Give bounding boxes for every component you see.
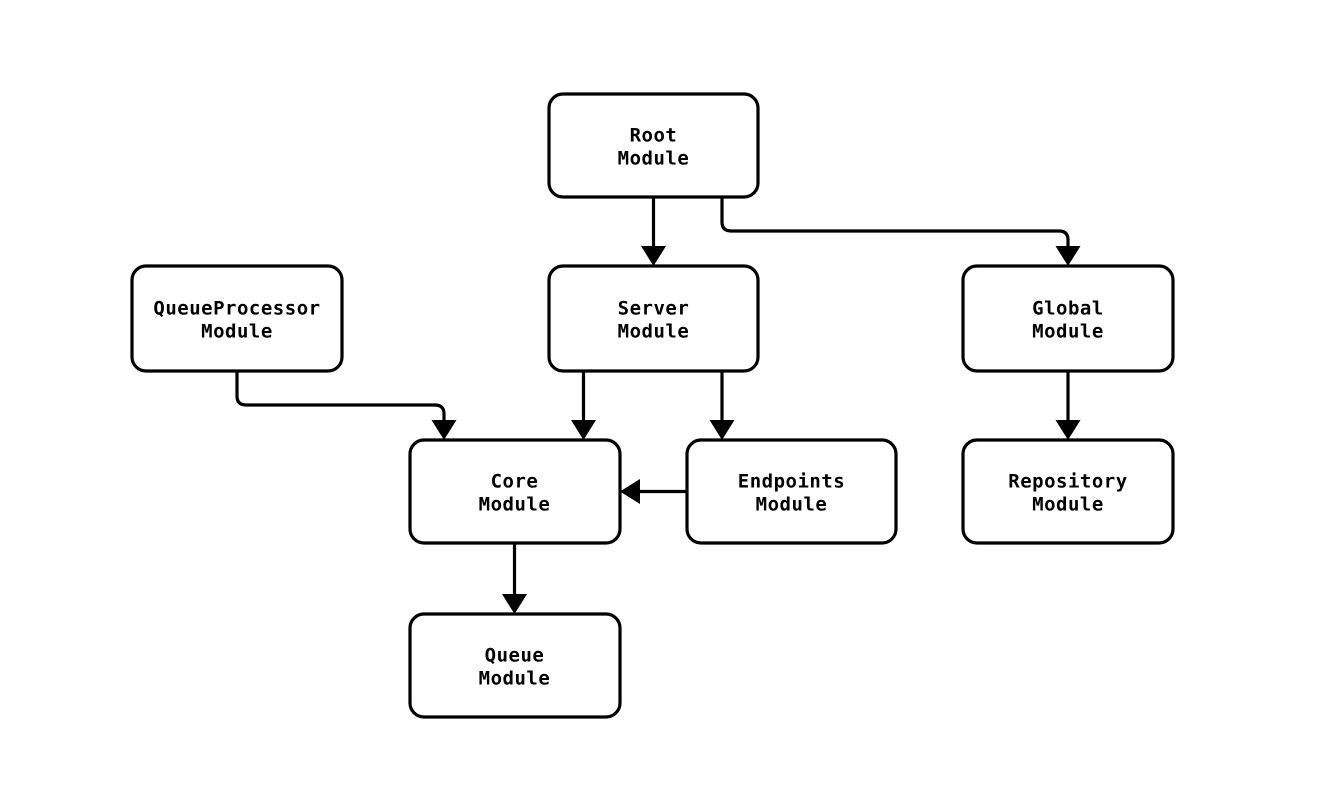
node-queue-module-label-line1: Queue <box>485 645 545 667</box>
node-endpoints-module-box[interactable] <box>685 438 898 545</box>
edge-endpoints-to-core <box>620 479 687 504</box>
node-core-module-label-line2: Module <box>479 494 551 516</box>
node-server-module-label-line1: Server <box>618 298 690 320</box>
edge-global-to-repository <box>1055 371 1081 440</box>
node-core-module-label-line1: Core <box>491 471 539 493</box>
node-repository-module[interactable]: Repository Module <box>961 438 1175 545</box>
node-queueprocessor-module-box[interactable] <box>130 264 344 373</box>
edge-server-to-core <box>571 371 596 440</box>
edge-endpoints-to-core-arrowhead <box>620 479 640 504</box>
edge-server-to-endpoints-arrowhead <box>709 420 735 440</box>
edge-root-to-server <box>641 197 666 266</box>
node-server-module[interactable]: Server Module <box>547 264 760 373</box>
node-repository-module-label-line2: Module <box>1032 494 1104 516</box>
node-repository-module-box[interactable] <box>961 438 1175 545</box>
edge-root-to-global <box>720 197 1081 266</box>
node-global-module-label-line1: Global <box>1032 298 1104 320</box>
node-endpoints-module-label-line2: Module <box>756 494 828 516</box>
node-endpoints-module[interactable]: Endpoints Module <box>685 438 898 545</box>
node-queueprocessor-module-label-line2: Module <box>201 321 273 343</box>
edge-root-to-global-arrowhead <box>1055 246 1081 266</box>
node-core-module-box[interactable] <box>408 438 622 545</box>
node-queue-module[interactable]: Queue Module <box>408 612 622 719</box>
edge-layer <box>235 197 1081 614</box>
node-layer: Root Module QueueProcessor Module Server… <box>130 92 1175 719</box>
node-root-module-label-line2: Module <box>618 148 690 170</box>
edge-root-to-global-line <box>720 197 1070 250</box>
node-global-module[interactable]: Global Module <box>961 264 1175 373</box>
node-endpoints-module-label-line1: Endpoints <box>738 471 845 493</box>
node-root-module-box[interactable] <box>547 92 760 199</box>
edge-core-to-queue-arrowhead <box>502 594 527 614</box>
edge-core-to-queue <box>502 543 527 614</box>
edge-server-to-endpoints <box>709 371 735 440</box>
node-root-module[interactable]: Root Module <box>547 92 760 199</box>
node-root-module-label-line1: Root <box>630 125 678 147</box>
node-server-module-box[interactable] <box>547 264 760 373</box>
node-queue-module-label-line2: Module <box>479 668 551 690</box>
node-queue-module-box[interactable] <box>408 612 622 719</box>
node-repository-module-label-line1: Repository <box>1008 471 1127 493</box>
edge-root-to-server-arrowhead <box>641 246 666 266</box>
node-queueprocessor-module-label-line1: QueueProcessor <box>153 298 320 320</box>
edge-queueprocessor-to-core-line <box>235 371 446 424</box>
edge-queueprocessor-to-core <box>235 371 457 440</box>
node-core-module[interactable]: Core Module <box>408 438 622 545</box>
node-queueprocessor-module[interactable]: QueueProcessor Module <box>130 264 344 373</box>
node-global-module-box[interactable] <box>961 264 1175 373</box>
edge-queueprocessor-to-core-arrowhead <box>431 420 457 440</box>
edge-server-to-core-arrowhead <box>571 420 596 440</box>
node-global-module-label-line2: Module <box>1032 321 1104 343</box>
node-server-module-label-line2: Module <box>618 321 690 343</box>
edge-global-to-repository-arrowhead <box>1055 420 1081 440</box>
